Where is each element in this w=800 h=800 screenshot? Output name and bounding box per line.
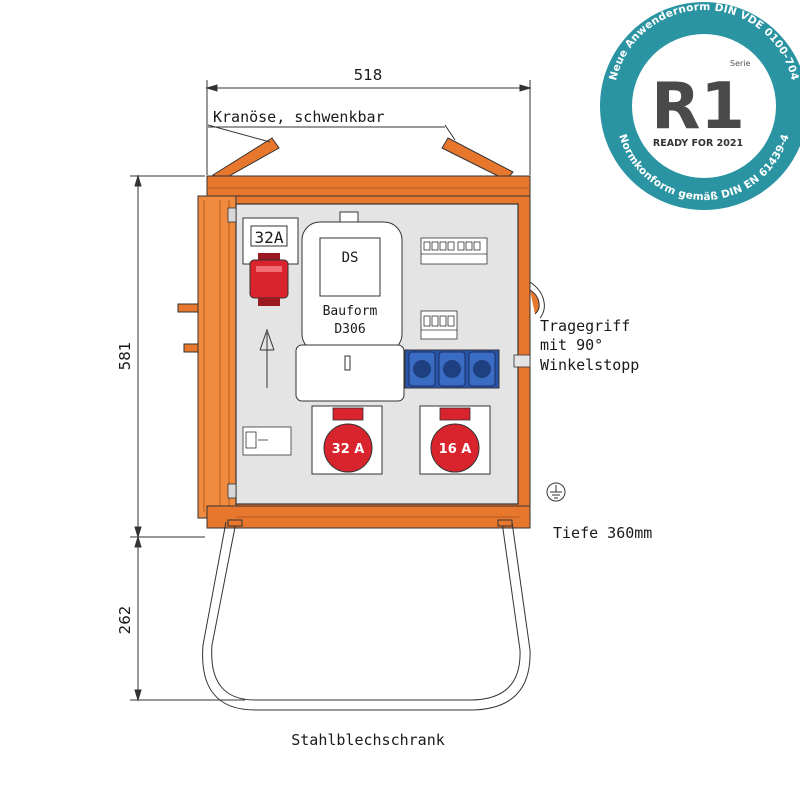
label-carry-handle-3: Winkelstopp [540,356,639,374]
dimension-height-stand [130,535,245,702]
side-ears-left [177,303,199,353]
arrow-up-icon [259,328,275,388]
meter-box-d306: DS Bauform D306 [295,211,405,402]
cee-socket-32a: 32 A [311,405,383,475]
dimension-height-stand-label: 262 [116,606,134,635]
badge-ready: READY FOR 2021 [653,138,743,149]
dimension-width [205,80,532,175]
crane-eye-left [207,124,280,181]
ground-symbol-icon [546,482,566,502]
cee-socket-16a-label: 16 A [439,442,472,457]
r1-series-badge: Neue Anwendernorm DIN VDE 0100-704 Normk… [600,1,800,210]
circuit-breakers-mid [420,310,458,340]
cee-plug-32a: 32A [242,217,299,306]
meter-tag: DS [342,250,359,266]
carry-handle [513,281,545,368]
cee-socket-16a: 16 A [419,405,491,475]
label-crane-eye: Kranöse, schwenkbar [213,108,385,126]
dimension-height-cabinet [130,174,205,539]
crane-eye-right [441,124,514,181]
dimension-width-label: 518 [354,66,383,84]
badge-series-label: Serie [730,59,751,68]
label-depth: Tiefe 360mm [553,524,652,542]
caption: Stahlblechschrank [291,731,445,749]
label-carry-handle-2: mit 90° [540,336,603,354]
meter-type-line2: D306 [334,322,365,337]
cee-plug-rating: 32A [255,228,284,247]
stand-frame [202,519,531,711]
cee-socket-32a-label: 32 A [332,442,365,457]
rcd-switch [242,426,292,456]
schuko-sockets [404,349,500,389]
label-carry-handle-1: Tragegriff [540,317,630,335]
dimension-height-cabinet-label: 581 [116,342,134,371]
meter-type-line1: Bauform [323,304,378,319]
badge-logo: R1 [651,70,745,144]
circuit-breakers-top [420,237,488,265]
